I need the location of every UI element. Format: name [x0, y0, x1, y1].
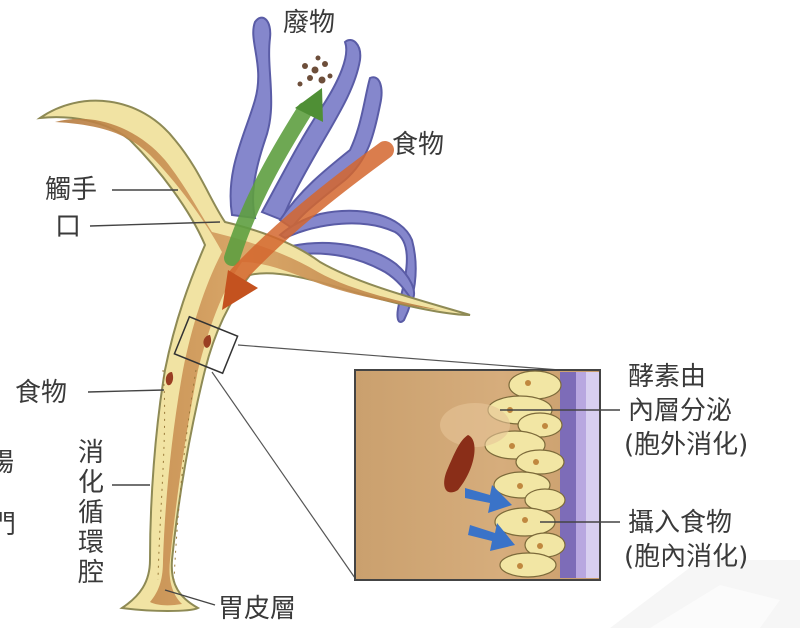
inset-panel: [355, 370, 600, 580]
cavity-char-2: 化: [76, 468, 106, 498]
zoom-line-top: [238, 345, 560, 370]
label-gastrovascular-cavity: 消 化 循 環 腔: [76, 438, 106, 588]
edge-char-2: 門: [0, 510, 16, 540]
label-tentacle: 觸手: [45, 175, 97, 205]
cavity-char-1: 消: [76, 438, 106, 468]
edge-char-1: 腸: [0, 448, 14, 478]
label-enzyme-1: 酵素由: [628, 362, 706, 392]
label-ingest-1: 攝入食物: [628, 508, 732, 538]
label-enzyme-2: 內層分泌: [628, 396, 732, 426]
waste-particles: [298, 56, 333, 87]
cavity-char-4: 環: [76, 528, 106, 558]
label-food-incoming: 食物: [392, 130, 444, 160]
label-ingest-2: (胞內消化): [624, 542, 748, 572]
label-enzyme-3: (胞外消化): [624, 430, 748, 460]
cavity-char-3: 循: [76, 498, 106, 528]
label-waste: 廢物: [283, 8, 335, 38]
label-gastrodermis: 胃皮層: [218, 594, 296, 624]
label-mouth: 口: [55, 212, 81, 242]
label-food-body: 食物: [15, 378, 67, 408]
zoom-line-bottom: [212, 372, 355, 578]
cavity-char-5: 腔: [76, 558, 106, 588]
